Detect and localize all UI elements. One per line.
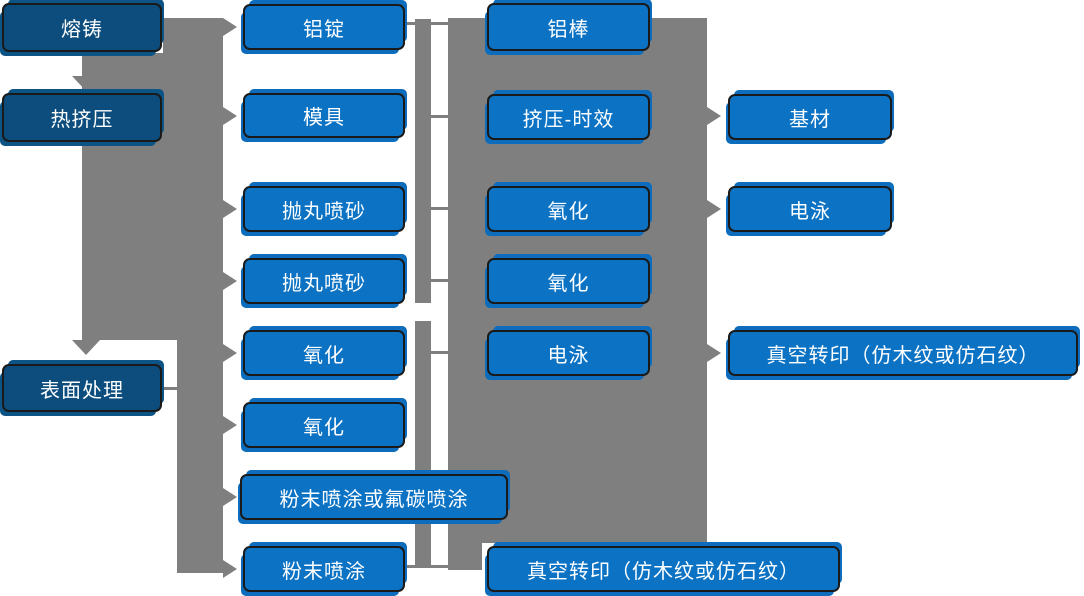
flow-arrow [223,272,237,290]
node-surface-treatment: 表面处理 [2,364,162,412]
connector-stub [406,22,452,25]
node-oxidation-1: 氧化 [243,330,405,376]
node-powder-coating: 粉末喷涂 [243,546,405,592]
rail-lower [415,321,431,567]
connector-stub [431,279,452,282]
connector-stub [431,115,452,118]
down-arrow-to-hot-extrusion [72,76,100,91]
connector-stub [431,351,452,354]
node-electrophoresis-1: 电泳 [487,330,650,376]
node-oxidation-2: 氧化 [243,402,405,448]
flow-arrow [223,416,237,434]
flow-arrow [223,107,237,125]
node-mould: 模具 [243,93,405,138]
node-melting-casting: 熔铸 [2,3,162,52]
process-band-foot [448,543,482,570]
node-oxidation-3: 氧化 [487,186,650,232]
rail-upper [415,19,431,303]
node-vacuum-transfer-right: 真空转印（仿木纹或仿石纹） [728,330,1078,376]
node-shot-blasting-1: 抛丸喷砂 [243,186,405,232]
flow-arrow [707,344,721,362]
connector-stub [406,565,452,568]
connector-stub [431,207,452,210]
node-aluminium-rod: 铝棒 [487,3,650,51]
node-oxidation-4: 氧化 [487,258,650,304]
node-base-material: 基材 [728,94,892,140]
flow-arrow [223,344,237,362]
node-hot-extrusion: 热挤压 [2,93,162,142]
node-aluminium-ingot: 铝锭 [243,4,405,50]
node-shot-blasting-2: 抛丸喷砂 [243,258,405,304]
flow-arrow [223,18,237,36]
flow-arrow [707,200,721,218]
node-extrusion-aging: 挤压-时效 [487,94,650,140]
flow-arrow [707,107,721,125]
node-vacuum-transfer-bottom: 真空转印（仿木纹或仿石纹） [487,546,840,592]
flow-arrow [223,560,237,578]
down-arrow-to-surface-treatment [72,340,100,355]
connector-stub [162,387,178,390]
trunk-top-right-bar [163,18,223,340]
flow-arrow [223,200,237,218]
flow-arrow [223,488,237,506]
node-electrophoresis-2: 电泳 [728,186,892,232]
trunk-lower-bar [177,340,223,573]
node-powder-or-fluorocarbon-coating: 粉末喷涂或氟碳喷涂 [240,474,508,520]
